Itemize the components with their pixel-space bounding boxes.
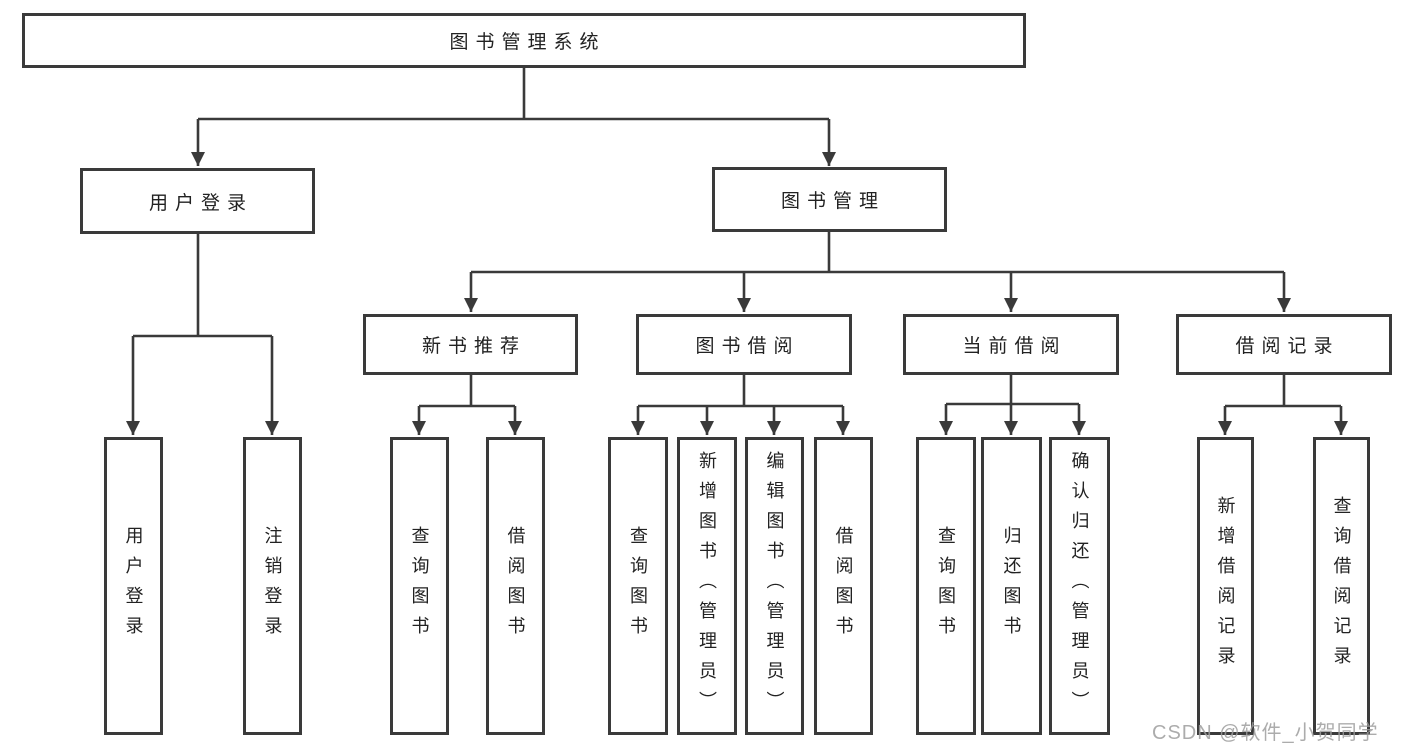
leaf-logout: 注销登录 (243, 437, 302, 735)
node-borrowing-records-label: 借阅记录 (1235, 336, 1340, 357)
node-current-borrowing-label: 当前借阅 (962, 336, 1067, 357)
leaf-cb-return-books-label: 归还图书 (1001, 526, 1022, 646)
leaf-br-query-record: 查询借阅记录 (1313, 437, 1370, 735)
node-user-login-group: 用户登录 (80, 168, 315, 234)
leaf-cb-confirm-return-label: 确认归还（管理员） (1069, 451, 1090, 721)
leaf-logout-label: 注销登录 (262, 526, 283, 646)
leaf-bb-add-books: 新增图书（管理员） (677, 437, 737, 735)
leaf-nbr-query-books: 查询图书 (390, 437, 449, 735)
connector-user-login-rail (133, 234, 272, 338)
leaf-cb-return-books: 归还图书 (981, 437, 1042, 735)
connector-root-rail (198, 68, 829, 121)
connector-current-borrowing-rail (946, 375, 1079, 406)
node-borrowing-records: 借阅记录 (1176, 314, 1392, 375)
connector-book-borrowing-rail (638, 375, 843, 408)
node-user-login-group-label: 用户登录 (148, 192, 253, 214)
node-book-borrowing-label: 图书借阅 (695, 336, 800, 357)
leaf-bb-borrow-books-label: 借阅图书 (833, 526, 854, 646)
leaf-cb-query-books: 查询图书 (916, 437, 976, 735)
leaf-bb-add-books-label: 新增图书（管理员） (697, 451, 717, 721)
node-root: 图书管理系统 (22, 13, 1026, 68)
leaf-user-login: 用户登录 (104, 437, 163, 735)
connector-borrowing-records-rail (1225, 375, 1341, 408)
node-current-borrowing: 当前借阅 (903, 314, 1119, 375)
leaf-nbr-borrow-books-label: 借阅图书 (505, 526, 526, 646)
leaf-br-query-record-label: 查询借阅记录 (1331, 496, 1352, 676)
connector-new-book-recommend-rail (419, 375, 515, 408)
leaf-user-login-label: 用户登录 (123, 526, 144, 646)
leaf-bb-edit-books-label: 编辑图书（管理员） (764, 451, 785, 721)
node-book-borrowing: 图书借阅 (636, 314, 852, 375)
node-book-management-group: 图书管理 (712, 167, 947, 232)
leaf-bb-borrow-books: 借阅图书 (814, 437, 873, 735)
leaf-nbr-query-books-label: 查询图书 (409, 526, 430, 646)
leaf-br-add-record: 新增借阅记录 (1197, 437, 1254, 735)
watermark: CSDN @软件_小贺同学 (1152, 722, 1379, 744)
node-new-book-recommend-label: 新书推荐 (421, 336, 526, 357)
leaf-cb-query-books-label: 查询图书 (936, 526, 956, 646)
leaf-nbr-borrow-books: 借阅图书 (486, 437, 545, 735)
node-new-book-recommend: 新书推荐 (363, 314, 578, 375)
connector-book-management-rail (471, 232, 1284, 274)
leaf-br-add-record-label: 新增借阅记录 (1215, 496, 1236, 676)
node-book-management-group-label: 图书管理 (780, 191, 885, 212)
leaf-cb-confirm-return: 确认归还（管理员） (1049, 437, 1110, 735)
leaf-bb-query-books: 查询图书 (608, 437, 668, 735)
leaf-bb-query-books-label: 查询图书 (628, 526, 648, 646)
leaf-bb-edit-books: 编辑图书（管理员） (745, 437, 804, 735)
node-root-label: 图书管理系统 (449, 32, 606, 53)
